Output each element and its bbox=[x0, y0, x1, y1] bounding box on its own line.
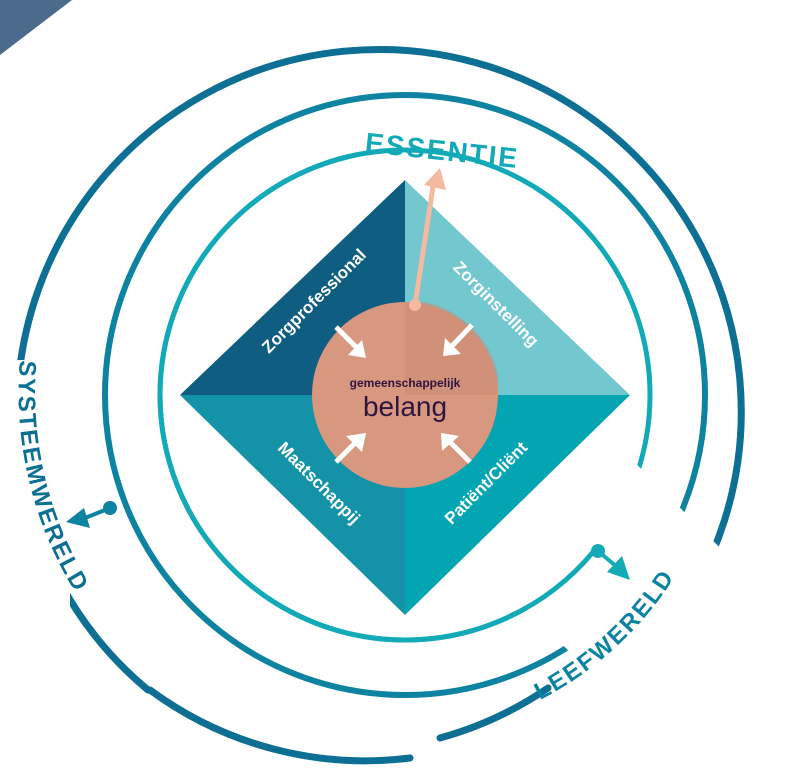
essentie-arrow bbox=[409, 168, 446, 311]
systeemwereld-arrow bbox=[66, 501, 117, 528]
center-small-text: gemeenschappelijk bbox=[350, 376, 461, 390]
inner-ring-overlay bbox=[157, 147, 653, 643]
leefwereld-arrow bbox=[591, 544, 630, 580]
inward-arrows bbox=[334, 323, 474, 464]
center-large-text: belang bbox=[363, 391, 447, 422]
systeemwereld-label-bg bbox=[0, 360, 70, 660]
middle-ring bbox=[102, 92, 708, 698]
leefwereld-label-bg bbox=[493, 448, 777, 732]
corner-decoration bbox=[0, 0, 72, 55]
